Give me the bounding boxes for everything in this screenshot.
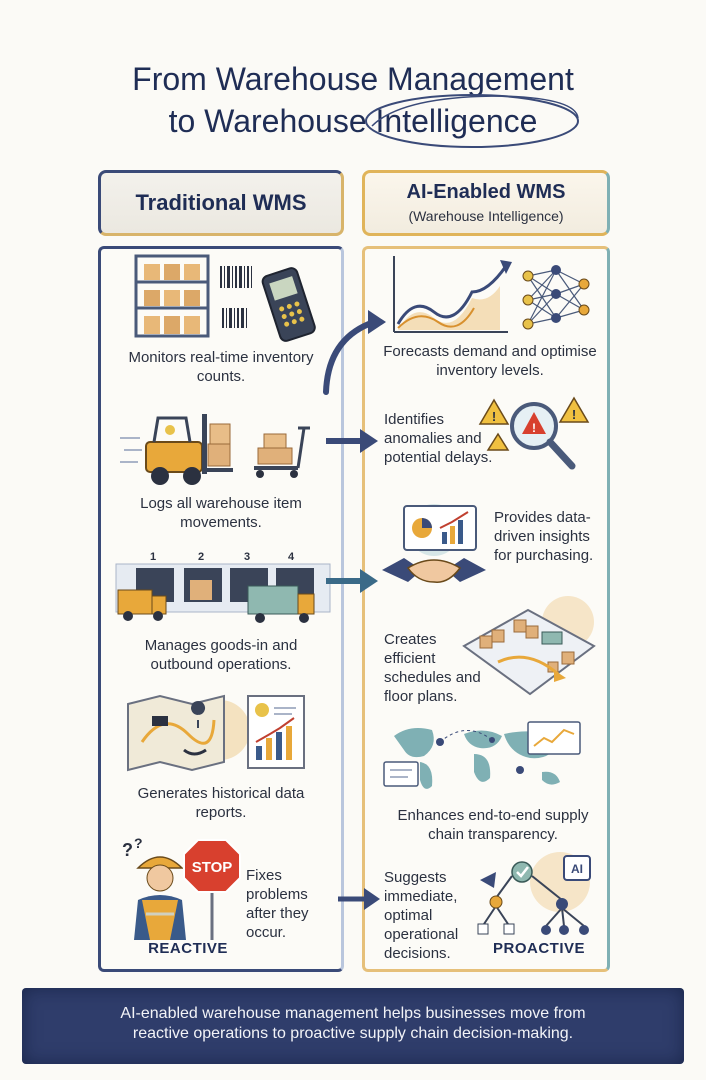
loading-dock-icon: 1 2 3 4 [115, 551, 331, 623]
proactive-label: PROACTIVE [492, 940, 585, 957]
floor-plan-icon [462, 596, 596, 696]
left-item-5-text: Fixes problems after they occur. [246, 867, 309, 941]
right-item-6-text: Suggests immediate, optimal operational … [384, 869, 459, 962]
forklift-icon [120, 414, 310, 485]
historical-report-icon [127, 694, 305, 772]
dock-number-3: 3 [244, 551, 250, 563]
right-item-1-text: Forecasts demand and optimise inventory … [383, 343, 597, 379]
traditional-wms-title: Traditional WMS [135, 190, 307, 215]
right-item-3-text: Provides data-driven insights for purcha… [494, 509, 594, 564]
stop-sign-text: STOP [192, 859, 233, 876]
arrow-right-icon-3 [338, 888, 380, 910]
decision-tree-icon: AI [477, 852, 591, 935]
ai-wms-title: AI-Enabled WMS [406, 181, 566, 203]
svg-text:?: ? [134, 835, 143, 851]
inventory-shelves-icon [134, 254, 316, 342]
svg-text:!: ! [492, 409, 496, 424]
svg-text:!: ! [532, 421, 536, 435]
svg-text:?: ? [122, 840, 133, 860]
arrow-right-icon-1 [326, 429, 378, 453]
dock-number-1: 1 [150, 551, 156, 563]
right-item-2-text: Identifies anomalies and potential delay… [384, 411, 493, 466]
ai-wms-subtitle: (Warehouse Intelligence) [408, 208, 564, 224]
traditional-wms-header: Traditional WMS [98, 170, 344, 236]
arrow-right-icon-2 [326, 569, 378, 593]
title-line-2: to Warehouse Intelligence [168, 103, 538, 139]
summary-line-1: AI-enabled warehouse management helps bu… [120, 1005, 586, 1022]
title-highlight-circle [365, 94, 579, 148]
summary-banner: AI-enabled warehouse management helps bu… [22, 988, 684, 1064]
left-item-1-text: Monitors real-time inventory counts. [128, 349, 314, 385]
left-item-2-text: Logs all warehouse item movements. [140, 495, 302, 531]
left-item-4-text: Generates historical data reports. [137, 785, 305, 821]
title-line-1: From Warehouse Management [132, 61, 574, 97]
forecast-chart-icon [393, 256, 590, 333]
world-map-icon [383, 721, 581, 789]
left-item-3-text: Manages goods-in and outbound operations… [144, 637, 298, 673]
right-item-5-text: Enhances end-to-end supply chain transpa… [397, 807, 589, 843]
handshake-insights-icon [382, 504, 486, 583]
dock-number-2: 2 [198, 551, 204, 563]
svg-text:!: ! [572, 407, 576, 422]
page-title: From Warehouse Management to Warehouse I… [0, 58, 706, 142]
right-item-4-text: Creates efficient schedules and floor pl… [384, 631, 481, 705]
anomaly-magnifier-icon: ! ! ! [478, 396, 590, 470]
summary-line-2: reactive operations to proactive supply … [132, 1025, 574, 1042]
reactive-label: REACTIVE [148, 940, 228, 957]
worker-stop-sign-icon: ? ? STOP [122, 835, 241, 940]
ai-wms-header: AI-Enabled WMS (Warehouse Intelligence) [362, 170, 610, 236]
dock-number-4: 4 [288, 551, 295, 563]
ai-chip-label: AI [571, 862, 583, 876]
curved-arrow-icon [323, 310, 386, 395]
